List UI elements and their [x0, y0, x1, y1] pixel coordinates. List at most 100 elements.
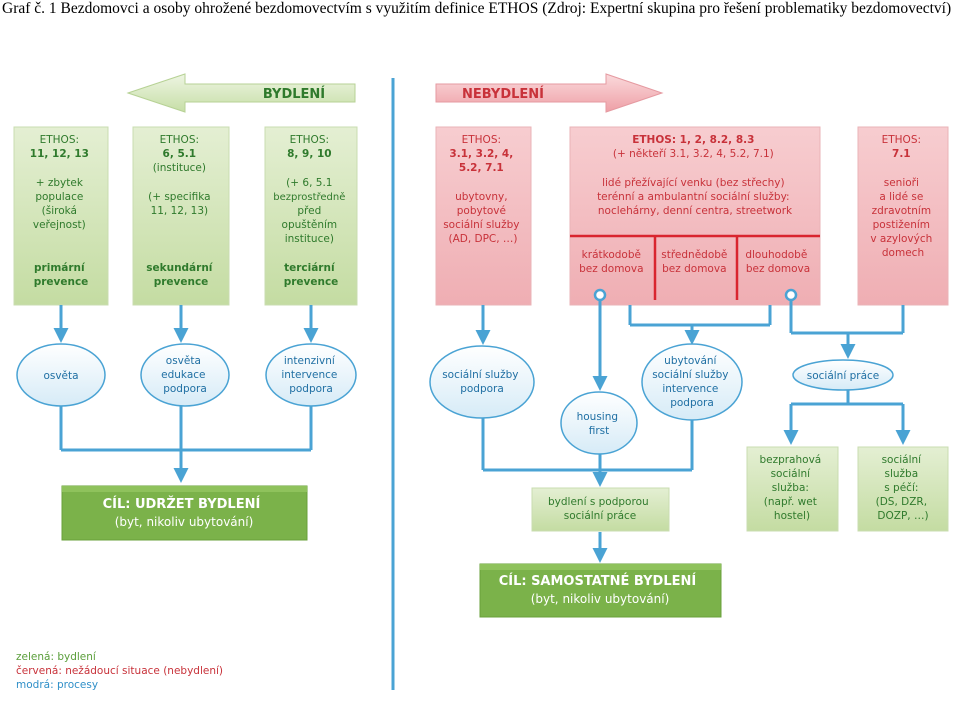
red-box-right: ETHOS: 7.1 senioři a lidé se zdravotním …: [857, 126, 949, 306]
ell-oe-1: edukace: [161, 369, 205, 381]
rbc-body-1: terénní a ambulantní sociální služby:: [597, 191, 790, 203]
scp-2: s péčí:: [884, 482, 918, 494]
goal-udrzet-1: (byt, nikoliv ubytování): [115, 515, 254, 529]
legend-blue-key: modrá:: [16, 679, 54, 691]
ellipse-intenzivni: intenzivní intervence podpora: [265, 343, 357, 407]
rbr-head-0: ETHOS:: [882, 134, 921, 146]
rbl-body-0: ubytovny,: [455, 191, 508, 203]
rbc-col3-1: bez domova: [746, 263, 810, 275]
gb1-body-1: populace: [35, 191, 83, 203]
ell-hf-1: first: [589, 425, 610, 437]
svg-text:osvěta edukace pod: osvěta edukace podpora: [161, 355, 209, 395]
legend-green-key: zelená:: [16, 651, 54, 663]
ellipse-socialni-sluzby: sociální služby podpora: [429, 345, 535, 419]
goal-sam-1: (byt, nikoliv ubytování): [531, 592, 670, 606]
bsp-1: sociální práce: [564, 510, 637, 522]
ell-sp-0: sociální práce: [807, 370, 880, 382]
gb1-foot-1: prevence: [34, 276, 89, 288]
ell-ub-3: podpora: [670, 397, 714, 409]
rbc-col2-1: bez domova: [662, 263, 726, 275]
svg-text:ETHOS: 11, 12, 13: ETHOS: 11, 12, 13 + zbytek populace (šir…: [30, 134, 92, 288]
bydleni-arrow: [126, 73, 356, 113]
rbr-body-3: postižením: [873, 219, 930, 231]
gb2-body-0: (instituce): [153, 162, 206, 174]
gb2-head-1: 6, 5.1: [163, 148, 197, 160]
svg-text:sociální služba s: sociální služba s péčí: (DS, DZR, DOZP, …: [876, 454, 931, 522]
gb1-foot-0: primární: [34, 262, 86, 274]
green-box-2: ETHOS: 6, 5.1 (instituce) (+ specifika 1…: [132, 126, 230, 306]
connector-dot-left: [593, 288, 607, 302]
ell-int-2: podpora: [289, 383, 333, 395]
bzp-3: (např. wet: [764, 496, 817, 508]
ellipse-osveta: osvěta: [16, 343, 106, 407]
scp-3: (DS, DZR,: [876, 496, 927, 508]
rbr-body-0: senioři: [884, 177, 919, 189]
scp-0: sociální: [882, 454, 923, 466]
svg-text:krátkodobě bez domova: krátkodobě bez domova střednědobě bez do…: [579, 249, 811, 275]
ell-ub-0: ubytování: [664, 355, 717, 367]
red-box-center: ETHOS: 1, 2, 8.2, 8.3 (+ někteří 3.1, 3.…: [569, 126, 821, 306]
rbc-col3-0: dlouhodobě: [745, 249, 807, 261]
box-bezprahova: bezprahová sociální služba: (např. wet h…: [746, 446, 839, 532]
svg-text:ETHOS: 7.1 senioři: ETHOS: 7.1 senioři a lidé se zdravotním …: [870, 134, 935, 259]
bzp-4: hostel): [774, 510, 810, 522]
ellipse-housing-first: housing first: [560, 391, 638, 455]
ellipse-osveta-edukace: osvěta edukace podpora: [140, 343, 230, 407]
svg-text:ETHOS: 6, 5.1 (ins: ETHOS: 6, 5.1 (instituce) (+ specifika 1…: [146, 134, 216, 288]
legend-green-val: bydlení: [54, 651, 97, 663]
gb1-body-3: veřejnost): [33, 219, 86, 231]
connectors: [53, 300, 911, 563]
box-bydleni-s-podporou: bydlení s podporou sociální práce: [531, 487, 670, 532]
gb3-body-2: před: [297, 205, 321, 217]
svg-text:červená: nežádoucí situace (ne: červená: nežádoucí situace (nebydlení): [16, 665, 223, 677]
svg-text:bezprahová sociální: bezprahová sociální služba: (např. wet h…: [759, 454, 824, 522]
bzp-2: služba:: [772, 482, 809, 494]
green-box-1: ETHOS: 11, 12, 13 + zbytek populace (šir…: [13, 126, 109, 306]
svg-text:CÍL: UDRŽET BYDLENÍ (byt: CÍL: UDRŽET BYDLENÍ (byt, nikoliv ubytov…: [103, 493, 266, 529]
rbl-head-1: 3.1, 3.2, 4,: [449, 148, 513, 160]
rbc-col1-1: bez domova: [579, 263, 643, 275]
scp-1: služba: [885, 468, 919, 480]
gb3-foot-0: terciární: [284, 262, 336, 274]
bzp-0: bezprahová: [759, 454, 821, 466]
legend-blue-val: procesy: [54, 679, 98, 691]
gb3-body-4: instituce): [285, 233, 334, 245]
bydleni-arrow-label: BYDLENÍ: [263, 86, 325, 102]
rbl-head-2: 5.2, 7.1: [459, 162, 504, 174]
gb1-head-1: 11, 12, 13: [30, 148, 89, 160]
gb2-foot-1: prevence: [154, 276, 209, 288]
svg-text:housing first: housing first: [577, 411, 622, 437]
nebydleni-arrow: [435, 73, 664, 113]
goal-udrzet-bydleni: CÍL: UDRŽET BYDLENÍ (byt, nikoliv ubytov…: [61, 485, 308, 541]
gb2-body-2: (+ specifika: [148, 191, 210, 203]
goal-udrzet-0: CÍL: UDRŽET BYDLENÍ: [103, 496, 261, 512]
gb2-head-0: ETHOS:: [160, 134, 199, 146]
svg-text:zelená: bydlení: zelená: bydlení: [16, 651, 97, 663]
gb2-foot-0: sekundární: [146, 262, 214, 274]
ell-osveta-0: osvěta: [43, 370, 78, 382]
gb1-body-0: + zbytek: [36, 177, 84, 189]
gb3-body-1: bezprostředně: [273, 191, 345, 203]
svg-text:ETHOS: 1, 2, 8.2, 8.3 (+: ETHOS: 1, 2, 8.2, 8.3 (+ někteří 3.1, 3.…: [597, 134, 793, 217]
figure-caption: Graf č. 1 Bezdomovci a osoby ohrožené be…: [2, 0, 952, 17]
svg-text:intenzivní intervence: intenzivní intervence podpora: [281, 355, 340, 395]
gb3-head-1: 8, 9, 10: [287, 148, 332, 160]
gb1-body-2: (široká: [42, 205, 77, 217]
rbr-body-1: a lidé se: [879, 191, 923, 203]
bzp-1: sociální: [771, 468, 812, 480]
ell-ss-0: sociální služby: [442, 369, 518, 381]
goal-samostatne-bydleni: CÍL: SAMOSTATNÉ BYDLENÍ (byt, nikoliv ub…: [479, 563, 722, 618]
bsp-0: bydlení s podporou: [548, 496, 649, 508]
green-box-3: ETHOS: 8, 9, 10 (+ 6, 5.1 bezprostředně …: [264, 126, 358, 306]
rbl-head-0: ETHOS:: [462, 134, 501, 146]
rbc-head1: ETHOS: 1, 2, 8.2, 8.3: [632, 134, 754, 146]
connector-dot-right: [784, 288, 798, 302]
rbr-head-1: 7.1: [892, 148, 911, 160]
ell-oe-2: podpora: [163, 383, 207, 395]
scp-4: DOZP, …): [877, 510, 928, 522]
rbl-body-2: sociální služby: [443, 219, 519, 231]
svg-text:modrá: procesy: modrá: procesy: [16, 679, 98, 691]
svg-text:ETHOS: 8, 9, 10 (+: ETHOS: 8, 9, 10 (+ 6, 5.1 bezprostředně …: [273, 134, 348, 288]
gb1-head-0: ETHOS:: [40, 134, 79, 146]
